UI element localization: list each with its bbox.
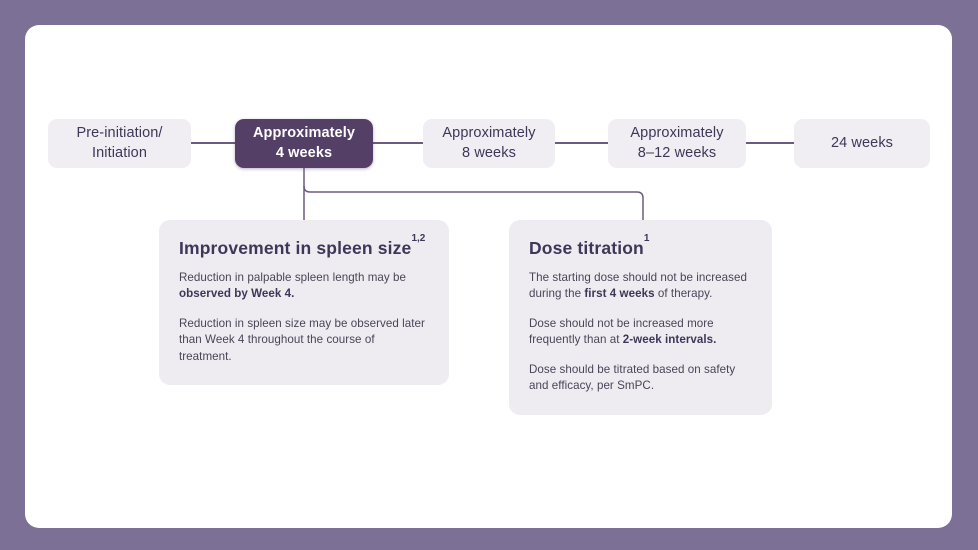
timeline-step-label-line2: Initiation: [91, 144, 147, 161]
timeline-step-label-line2: 8–12 weeks: [637, 144, 717, 161]
timeline-step-approximately-8-weeks[interactable]: Approximately 8 weeks: [423, 119, 555, 168]
card-title-text: Dose titration: [529, 238, 644, 258]
timeline-step-label-line2: 8 weeks: [462, 144, 516, 161]
timeline-connector-1: [191, 142, 235, 144]
content-panel: Pre-initiation/ Initiation Approximately…: [25, 25, 952, 528]
card-title-text: Improvement in spleen size: [179, 238, 412, 258]
info-card-spleen-size: Improvement in spleen size1,2 Reduction …: [159, 220, 449, 386]
timeline-connector-2: [373, 142, 423, 144]
timeline-step-label-line1: Approximately: [252, 125, 356, 142]
timeline-step-label-line1: Approximately: [442, 125, 536, 142]
card-title-superscript: 1,2: [411, 232, 426, 244]
treatment-timeline: Pre-initiation/ Initiation Approximately…: [25, 25, 952, 528]
timeline-step-label-line2: 4 weeks: [275, 144, 333, 161]
card-paragraph: Dose should not be increased more freque…: [529, 316, 717, 347]
info-card-dose-titration: Dose titration1 The starting dose should…: [509, 220, 772, 415]
timeline-step-approximately-4-weeks[interactable]: Approximately 4 weeks: [235, 119, 373, 168]
card-paragraph: Reduction in palpable spleen length may …: [179, 271, 407, 301]
branch-line-right: [303, 185, 644, 221]
card-title-spleen-size: Improvement in spleen size1,2: [179, 233, 429, 259]
card-paragraph: Dose should be titrated based on safety …: [529, 362, 736, 393]
timeline-step-pre-initiation[interactable]: Pre-initiation/ Initiation: [48, 119, 191, 168]
timeline-step-label-line1: 24 weeks: [830, 134, 894, 151]
card-title-dose-titration: Dose titration1: [529, 233, 752, 259]
card-paragraph: The starting dose should not be increase…: [529, 271, 747, 301]
timeline-step-label-line1: Pre-initiation/: [76, 125, 163, 142]
timeline-connector-3: [555, 142, 608, 144]
card-title-superscript: 1: [643, 232, 650, 244]
timeline-step-24-weeks[interactable]: 24 weeks: [794, 119, 930, 168]
timeline-step-label-line1: Approximately: [630, 125, 724, 142]
card-paragraph: Reduction in spleen size may be observed…: [179, 316, 425, 363]
timeline-connector-4: [746, 142, 794, 144]
timeline-step-approximately-8-12-weeks[interactable]: Approximately 8–12 weeks: [608, 119, 746, 168]
